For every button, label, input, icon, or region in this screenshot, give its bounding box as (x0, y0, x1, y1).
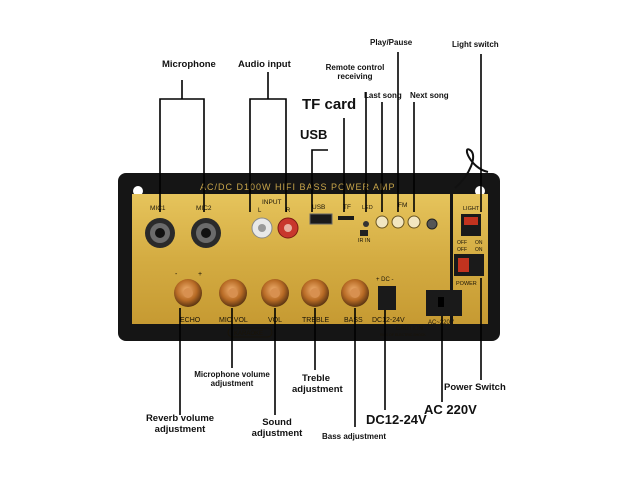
on-text: ON (475, 240, 483, 246)
ir-receiver (360, 230, 368, 236)
play-pause-button[interactable] (391, 215, 405, 229)
rca-right-jack[interactable] (277, 217, 299, 239)
echo-text: ECHO (180, 317, 201, 324)
led-indicator (363, 221, 369, 227)
treble-adjustment-label: Treble adjustment (292, 373, 343, 395)
bass-text: BASS (344, 317, 363, 324)
on-text: ON (475, 247, 483, 253)
switch-wires (454, 148, 489, 189)
last-song-label: Last song (364, 91, 402, 100)
dc-rating-text: DC12-24V (372, 317, 405, 324)
ac-socket-pin (438, 297, 444, 307)
panel-header: AC/DC D100W HIFI BASS POWER AMP (200, 182, 396, 192)
ac-label: AC 220V (424, 402, 477, 417)
bass-knob[interactable] (341, 279, 369, 307)
vol-knob[interactable] (261, 279, 289, 307)
next-song-button[interactable] (407, 215, 421, 229)
sound-adjustment-label: Sound adjustment (251, 417, 303, 439)
reverb-volume-label: Reverb volume adjustment (145, 413, 215, 435)
mic-vol-knob[interactable] (219, 279, 247, 307)
light-switch-rocker (464, 217, 478, 225)
fm-text: FM (398, 202, 407, 209)
microphone-label: Microphone (162, 59, 216, 70)
screw-hole (133, 186, 143, 196)
callout-lines (159, 52, 482, 427)
last-song-button[interactable] (375, 215, 389, 229)
dc-plus-text: + DC - (376, 277, 394, 283)
minus-mark: - (175, 271, 178, 278)
dc-jack[interactable] (378, 286, 396, 310)
treble-knob[interactable] (301, 279, 329, 307)
fm-antenna-nut (426, 218, 438, 230)
caution-sub-text: RISK OF ELECTRIC SHOCK (380, 333, 426, 337)
karaoke-text: KARAOKE (234, 331, 263, 337)
play-pause-label: Play/Pause (370, 38, 413, 47)
screw-hole (475, 186, 485, 196)
r-text: R (286, 208, 291, 214)
usb-text: USB (312, 204, 325, 211)
input-text: INPUT (262, 199, 282, 206)
bass-adjustment-label: Bass adjustment (322, 432, 387, 441)
audio-input-label: Audio input (238, 59, 291, 70)
off-text: OFF (457, 247, 467, 253)
light-text: LIGHT (463, 206, 480, 212)
usb-port[interactable] (309, 213, 333, 225)
light-switch-label: Light switch (452, 40, 499, 49)
tf-slot[interactable] (338, 216, 354, 220)
l-text: L (258, 208, 262, 214)
power-text: POWER (456, 281, 477, 287)
gold-panel (132, 194, 450, 324)
power-rocker (458, 258, 469, 272)
mic-volume-label: Microphone volume adjustment (194, 370, 270, 389)
power-switch-label: Power Switch (444, 382, 506, 393)
ir-in-text: IR IN (358, 238, 371, 244)
caution-text: CAUTION (396, 326, 423, 332)
karaoke-badge (227, 327, 273, 338)
next-song-label: Next song (410, 91, 449, 100)
remote-control-label: Remote control receiving (325, 63, 385, 82)
echo-knob[interactable] (174, 279, 202, 307)
rca-left-jack[interactable] (251, 217, 273, 239)
mic1-jack[interactable] (145, 218, 175, 248)
ac-rating-text: AC~220V (428, 320, 454, 326)
usb-label: USB (300, 127, 328, 142)
tf-card-label: TF card (302, 96, 357, 113)
dc-label: DC12-24V (366, 412, 427, 427)
plus-mark: + (198, 271, 202, 278)
mic2-jack[interactable] (191, 218, 221, 248)
off-text: OFF (457, 240, 467, 246)
tf-text: TF (343, 204, 351, 211)
led-text: LED (362, 205, 373, 211)
mic-vol-text: MIC VOL (219, 317, 248, 324)
mic1-text: MIC1 (150, 205, 166, 212)
